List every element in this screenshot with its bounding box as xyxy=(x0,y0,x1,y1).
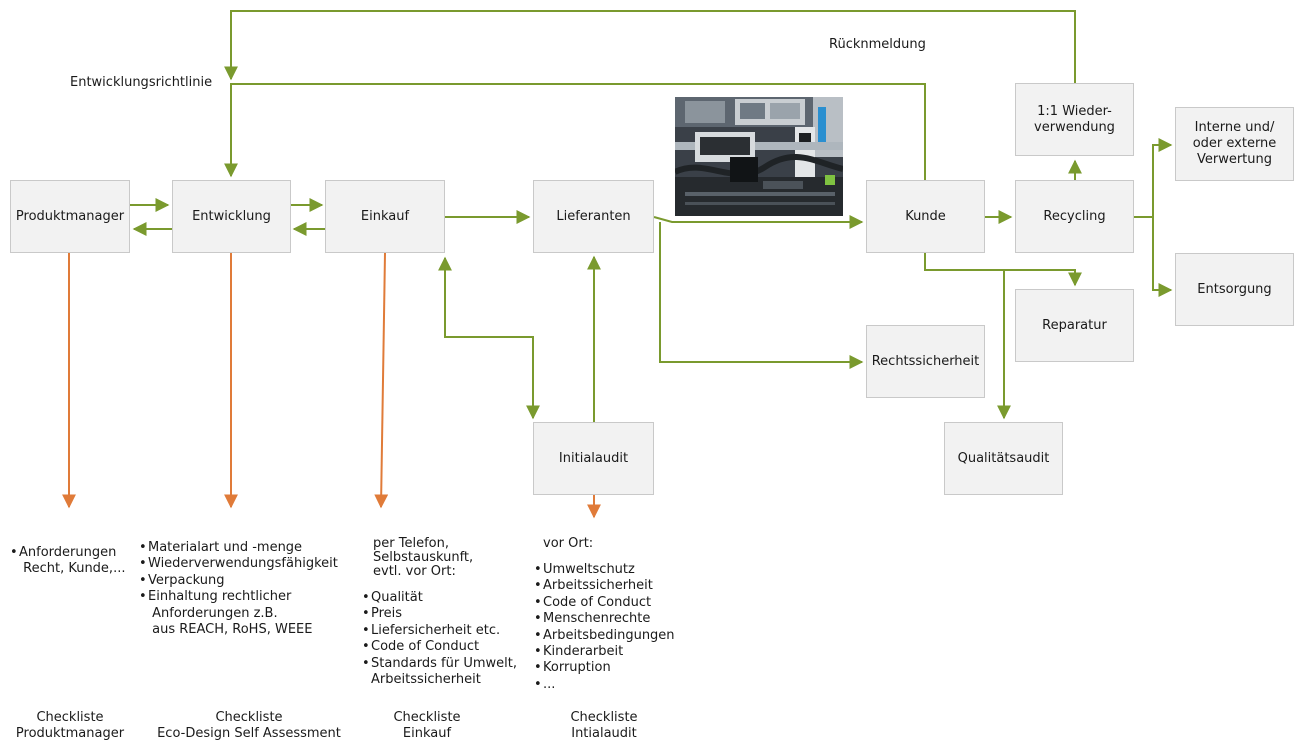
checklist-entwicklung-caption: Checkliste Eco-Design Self Assessment xyxy=(157,710,341,741)
lieferanten-to-rechtssicherheit-arrow xyxy=(659,222,864,369)
box-reparatur: Reparatur xyxy=(1015,289,1134,362)
box-kunde: Kunde xyxy=(866,180,985,253)
list-item: ... xyxy=(534,677,675,694)
box-entwicklung: Entwicklung xyxy=(172,180,291,253)
checklist-einkauf-caption: Checkliste Einkauf xyxy=(393,710,461,741)
list-item: Umweltschutz xyxy=(534,562,675,579)
list-item: Kinderarbeit xyxy=(534,644,675,661)
recycling-to-entsorgung-arrow xyxy=(1152,217,1173,297)
einkauf-checklist-arrow xyxy=(374,252,389,509)
einkauf-intro: per Telefon, Selbstauskunft, evtl. vor O… xyxy=(373,536,474,579)
einkauf-criteria-list: Qualität Preis Liefersicherheit etc. Cod… xyxy=(362,590,517,688)
list-item: Korruption xyxy=(534,660,675,677)
list-item: Code of Conduct xyxy=(362,639,517,656)
list-item: Wiederverwendungsfähigkeit xyxy=(139,556,338,573)
box-rechtssicherheit: Rechtssicherheit xyxy=(866,325,985,398)
list-item: Menschenrechte xyxy=(534,611,675,628)
list-item: Arbeitssicherheit xyxy=(534,578,675,595)
box-entsorgung: Entsorgung xyxy=(1175,253,1294,326)
initialaudit-criteria-list: Umweltschutz Arbeitssicherheit Code of C… xyxy=(534,562,675,694)
initialaudit-intro: vor Ort: xyxy=(543,536,594,551)
box-recycling: Recycling xyxy=(1015,180,1134,253)
list-item: Code of Conduct xyxy=(534,595,675,612)
list-item: Qualität xyxy=(362,590,517,607)
recycling-to-verwertung-arrow xyxy=(1152,138,1173,217)
list-item: Anforderungen Recht, Kunde,... xyxy=(10,545,125,578)
list-item: Arbeitsbedingungen xyxy=(534,628,675,645)
kunde-to-reparatur-arrow xyxy=(924,253,1082,287)
checklist-initialaudit-caption: Checkliste Intialaudit xyxy=(570,710,638,741)
list-item: Materialart und -menge xyxy=(139,540,338,557)
list-item: Liefersicherheit etc. xyxy=(362,623,517,640)
entwicklung-requirements-list: Materialart und -menge Wiederverwendungs… xyxy=(139,540,338,638)
box-qualitaetsaudit: Qualitätsaudit xyxy=(944,422,1063,495)
list-item: Einhaltung rechtlicher Anforderungen z.B… xyxy=(139,589,338,638)
guideline-line xyxy=(224,83,926,180)
einkauf-to-initialaudit-arrow xyxy=(445,336,540,420)
initialaudit-to-einkauf-arrow xyxy=(438,256,533,338)
feedback-loop-line xyxy=(224,10,1076,83)
lieferanten-to-kunde-arrow xyxy=(653,215,864,229)
produktmanager-requirements-list: Anforderungen Recht, Kunde,... xyxy=(10,545,125,578)
box-initialaudit: Initialaudit xyxy=(533,422,654,495)
box-verwertung: Interne und/ oder externe Verwertung xyxy=(1175,107,1294,181)
box-wiederverwendung: 1:1 Wieder- verwendung xyxy=(1015,83,1134,156)
factory-production-line-photo xyxy=(675,97,843,216)
box-lieferanten: Lieferanten xyxy=(533,180,654,253)
box-einkauf: Einkauf xyxy=(325,180,445,253)
list-item: Verpackung xyxy=(139,573,338,590)
box-produktmanager: Produktmanager xyxy=(10,180,130,253)
entwicklungsrichtlinie-label: Entwicklungsrichtlinie xyxy=(70,75,213,90)
ruecknmeldung-label: Rücknmeldung xyxy=(829,37,926,52)
checklist-produktmanager-caption: Checkliste Produktmanager xyxy=(15,710,125,741)
list-item: Preis xyxy=(362,606,517,623)
list-item: Standards für Umwelt, Arbeitssicherheit xyxy=(362,656,517,689)
